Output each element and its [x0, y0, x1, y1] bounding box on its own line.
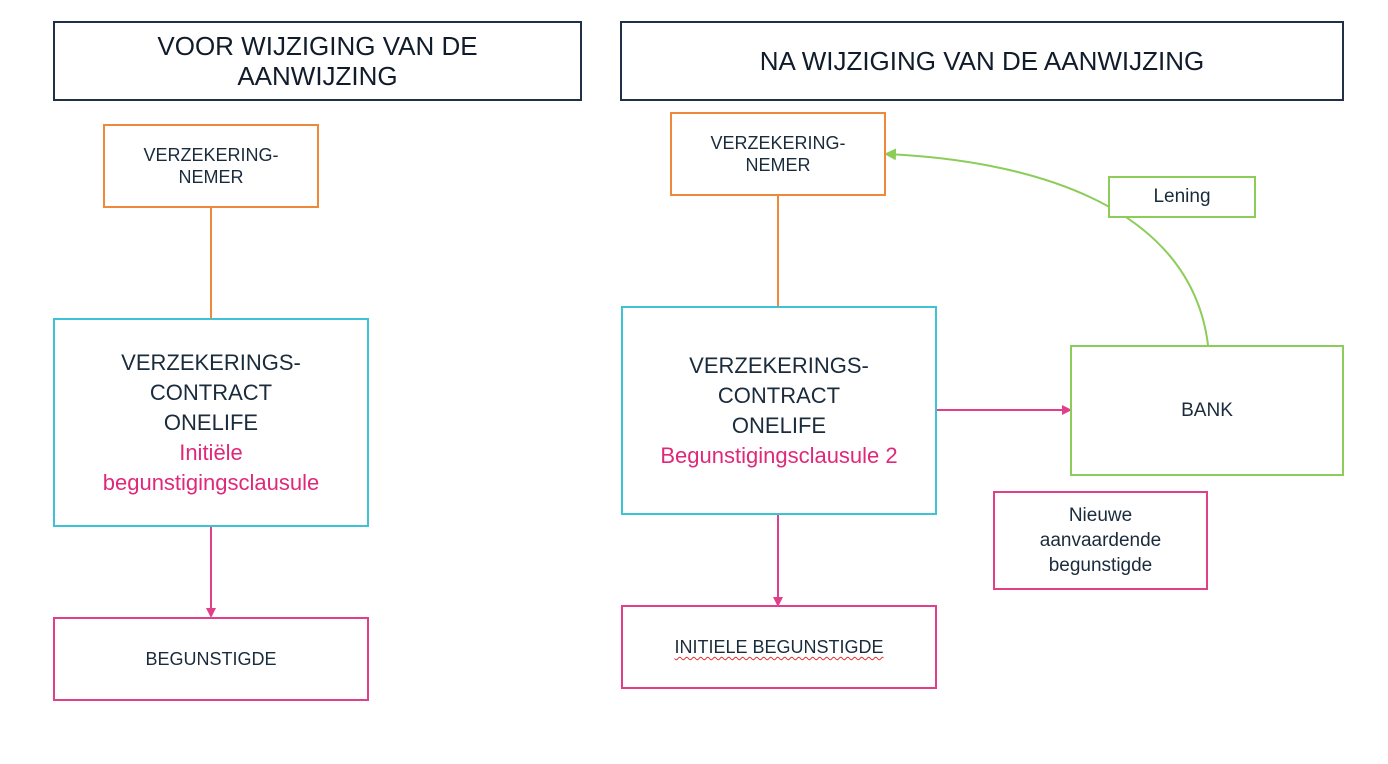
left-policyholder-line-2: NEMER [178, 167, 244, 187]
right-beneficiary-label: INITIELE BEGUNSTIGDE [674, 637, 884, 657]
loan-label: Lening [1153, 186, 1211, 207]
new-beneficiary-line-3: begunstigde [1048, 555, 1153, 576]
new-beneficiary-box: Nieuwe aanvaardende begunstigde [993, 491, 1208, 590]
right-title-box: NA WIJZIGING VAN DE AANWIJZING [620, 21, 1344, 101]
bank-loan-arrow [884, 148, 1209, 346]
right-policyholder-line-2: NEMER [745, 155, 811, 175]
left-clause-line-2: begunstigingsclausule [102, 469, 320, 495]
left-contract-line-1: VERZEKERINGS- [121, 349, 301, 375]
left-policyholder-line-1: VERZEKERING- [143, 145, 279, 165]
right-contract-line-2: CONTRACT [717, 382, 841, 408]
loan-label-box: Lening [1108, 176, 1256, 218]
right-contract-line-1: VERZEKERINGS- [689, 352, 869, 378]
left-title: VOOR WIJZIGING VAN DE AANWIJZING [157, 31, 478, 91]
right-policyholder-line-1: VERZEKERING- [710, 133, 846, 153]
left-policyholder-box: VERZEKERING- NEMER [103, 124, 319, 208]
left-beneficiary-box: BEGUNSTIGDE [53, 617, 369, 701]
right-title: NA WIJZIGING VAN DE AANWIJZING [759, 46, 1205, 76]
left-contract-box: VERZEKERINGS- CONTRACT ONELIFE Initiële … [53, 318, 369, 527]
bank-box: BANK [1070, 345, 1344, 476]
bank-label: BANK [1181, 399, 1233, 421]
left-beneficiary-label: BEGUNSTIGDE [145, 649, 277, 669]
left-clause-line-1: Initiële [179, 439, 243, 465]
right-policyholder-box: VERZEKERING- NEMER [670, 112, 886, 196]
right-clause-label: Begunstigingsclausule 2 [660, 442, 898, 468]
right-contract-box: VERZEKERINGS- CONTRACT ONELIFE Begunstig… [621, 306, 937, 515]
right-contract-line-3: ONELIFE [731, 412, 827, 438]
new-beneficiary-line-2: aanvaardende [1039, 530, 1162, 551]
new-beneficiary-line-1: Nieuwe [1068, 505, 1133, 526]
left-contract-line-3: ONELIFE [163, 409, 259, 435]
left-contract-line-2: CONTRACT [149, 379, 273, 405]
right-beneficiary-box: INITIELE BEGUNSTIGDE [621, 605, 937, 689]
left-title-box: VOOR WIJZIGING VAN DE AANWIJZING [53, 21, 582, 101]
